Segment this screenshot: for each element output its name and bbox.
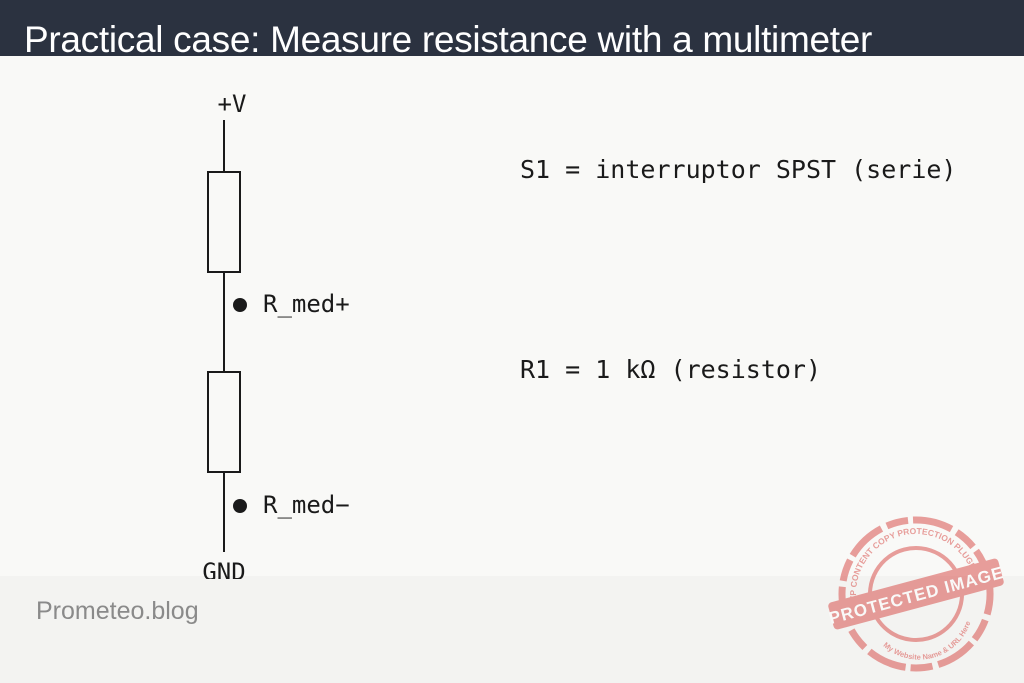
probe-plus-dot [233,298,247,312]
resistor-bottom [207,371,241,473]
note-switch: S1 = interruptor SPST (serie) [520,155,957,184]
stamp-banner [828,558,1004,630]
resistor-top [207,171,241,273]
supply-label: +V [218,90,247,118]
probe-minus-dot [233,499,247,513]
title-bar: Practical case: Measure resistance with … [0,0,1024,56]
page-title: Practical case: Measure resistance with … [24,19,873,56]
probe-plus-label: R_med+ [263,290,350,318]
probe-minus-label: R_med− [263,491,350,519]
brand-name: Prometeo.blog [36,597,199,625]
note-resistor: R1 = 1 kΩ (resistor) [520,355,821,384]
protected-image-stamp: WP CONTENT COPY PROTECTION PLUGIN My Web… [827,514,1006,672]
